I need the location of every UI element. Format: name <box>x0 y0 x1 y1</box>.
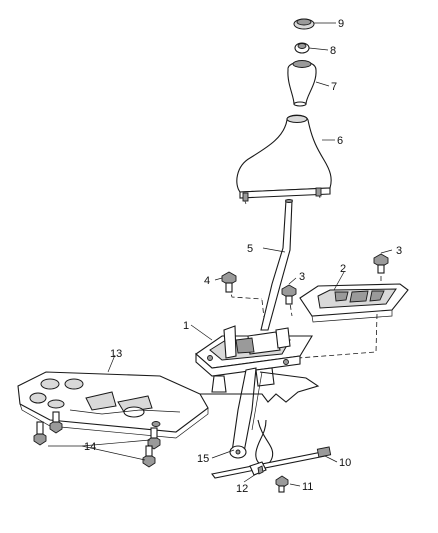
knob-nut <box>294 42 310 54</box>
bolt-11 <box>275 475 289 493</box>
bolt-14-b <box>49 411 63 434</box>
callout-labels: 9 8 7 6 5 4 3 3 2 1 13 14 15 12 11 10 <box>84 18 402 495</box>
leader-lines <box>48 22 393 487</box>
callout-6: 6 <box>337 135 343 147</box>
callout-8: 8 <box>330 45 336 57</box>
shift-cable-loop <box>255 419 274 466</box>
callout-7: 7 <box>331 81 337 93</box>
shift-boot <box>236 114 332 205</box>
shift-bezel <box>299 283 409 323</box>
mounting-plate <box>17 371 209 439</box>
callout-5: 5 <box>247 243 253 255</box>
bolt-3-right <box>373 253 389 274</box>
callout-3-right: 3 <box>396 245 402 257</box>
callout-10: 10 <box>339 457 351 469</box>
bolt-3-center <box>281 284 297 305</box>
shift-knob <box>287 60 317 107</box>
callout-4: 4 <box>204 275 210 287</box>
bolt-14-a <box>33 421 47 446</box>
callout-9: 9 <box>338 18 344 30</box>
bolt-4 <box>221 271 237 293</box>
bolt-14-d <box>142 445 156 468</box>
callout-1: 1 <box>183 320 189 332</box>
shift-lever <box>260 199 293 331</box>
cable-clip <box>249 461 267 476</box>
callout-15: 15 <box>197 453 209 465</box>
callout-13: 13 <box>110 348 122 360</box>
callout-11: 11 <box>302 481 313 493</box>
callout-2: 2 <box>340 263 346 275</box>
shifter-assembly <box>195 325 313 393</box>
knob-cap-insert <box>293 18 315 30</box>
callout-14: 14 <box>84 441 96 453</box>
callout-12: 12 <box>236 483 248 495</box>
shifter-lower-arm <box>163 367 320 459</box>
callout-3-center: 3 <box>299 271 305 283</box>
